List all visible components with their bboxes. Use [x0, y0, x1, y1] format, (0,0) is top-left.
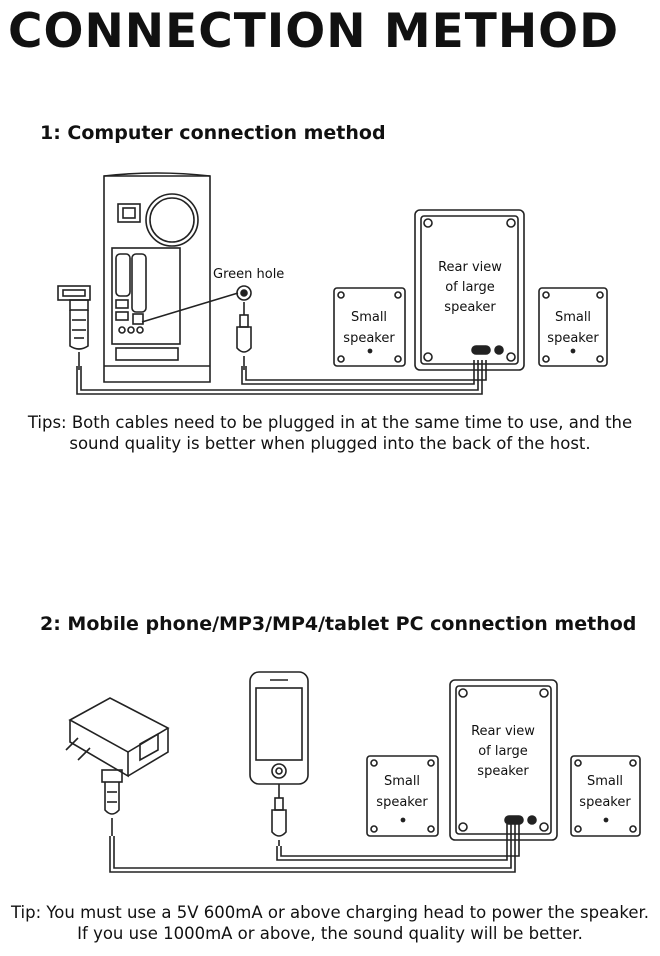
- computer-tower-icon: [103, 172, 211, 383]
- section1-tips: Tips: Both cables need to be plugged in …: [27, 413, 633, 453]
- green-hole-label: Green hole: [213, 267, 284, 282]
- small-speaker-left-label-2: speaker: [376, 795, 428, 810]
- aux-plug-icon: [271, 784, 287, 846]
- usb-cable-icon: [109, 824, 516, 873]
- small-speaker-right: [538, 287, 608, 367]
- small-speaker-right: [570, 755, 641, 837]
- large-speaker-label-2: of large: [478, 744, 528, 759]
- small-speaker-right-label-2: speaker: [547, 331, 599, 346]
- audio-jack-icon: [236, 285, 252, 370]
- aux-cable-icon: [276, 824, 520, 861]
- large-speaker-label-3: speaker: [477, 764, 529, 779]
- computer-connection-diagram: Green hole Small speaker Rear view of la…: [57, 172, 608, 395]
- large-speaker-label-1: Rear view: [438, 260, 502, 275]
- large-speaker-rear: [449, 679, 558, 841]
- phone-icon: [249, 671, 309, 785]
- section1-heading: 1: Computer connection method: [40, 122, 386, 144]
- small-speaker-left-label-1: Small: [384, 774, 420, 789]
- small-speaker-right-label-1: Small: [587, 774, 623, 789]
- section2-heading: 2: Mobile phone/MP3/MP4/tablet PC connec…: [40, 613, 637, 635]
- mobile-connection-diagram: Small speaker Rear view of large speaker…: [65, 671, 641, 873]
- large-speaker-label-3: speaker: [444, 300, 496, 315]
- large-speaker-label-2: of large: [445, 280, 495, 295]
- small-speaker-right-label-2: speaker: [579, 795, 631, 810]
- page-title: CONNECTION METHOD: [8, 4, 620, 59]
- usb-cable-icon: [76, 360, 483, 395]
- power-adapter-icon: [65, 697, 170, 836]
- large-speaker-rear: [414, 209, 525, 371]
- small-speaker-left-label-2: speaker: [343, 331, 395, 346]
- small-speaker-right-label-1: Small: [555, 310, 591, 325]
- large-speaker-label-1: Rear view: [471, 724, 535, 739]
- small-speaker-left: [333, 287, 406, 367]
- small-speaker-left: [366, 755, 439, 837]
- small-speaker-left-label-1: Small: [351, 310, 387, 325]
- section2-tips: Tip: You must use a 5V 600mA or above ch…: [10, 903, 649, 943]
- usb-plug-icon: [57, 285, 91, 370]
